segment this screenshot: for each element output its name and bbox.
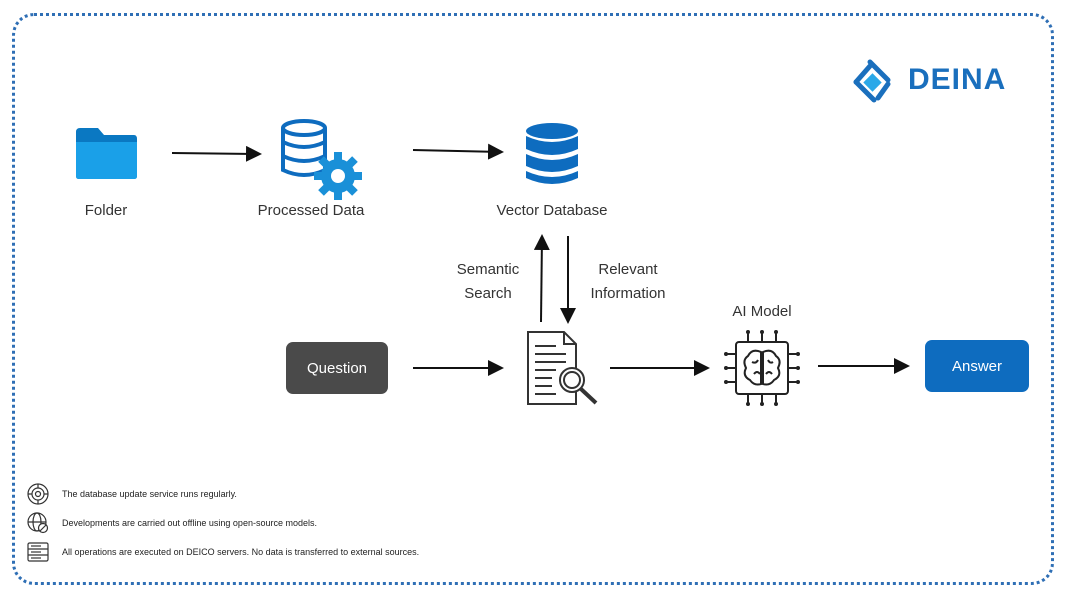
note-row: The database update service runs regular… [26, 482, 626, 506]
note-row: Developments are carried out offline usi… [26, 511, 626, 535]
deina-logo-mark-icon [853, 59, 891, 103]
note-text: Developments are carried out offline usi… [62, 518, 317, 528]
ai-chip-brain-icon [724, 330, 800, 406]
deina-logo: DEINA [848, 54, 1008, 110]
vector-database-label: Vector Database [496, 202, 608, 219]
server-icon [27, 542, 49, 562]
answer-label: Answer [951, 357, 1003, 375]
note-text: The database update service runs regular… [62, 489, 237, 499]
ai-model-label: AI Model [732, 303, 792, 320]
relevant-information-line-1: Relevant [598, 261, 658, 278]
brand-name: DEINA [908, 63, 1007, 96]
database-icon [524, 122, 580, 188]
semantic-search-line-2: Search [464, 285, 512, 302]
note-row: All operations are executed on DEICO ser… [26, 540, 626, 564]
relevant-information-line-2: Information [590, 285, 666, 302]
semantic-search-line-1: Semantic [456, 261, 520, 278]
arrow-folder-to-processed [171, 145, 262, 162]
folder-label: Folder [84, 202, 128, 219]
document-search-icon [526, 330, 600, 406]
answer-box: Answer [925, 340, 1029, 392]
question-label: Question [306, 359, 368, 377]
question-box: Question [286, 342, 388, 394]
arrow-processed-to-vector [412, 143, 504, 160]
globe-offline-icon [27, 512, 49, 534]
arrow-search-up [533, 234, 550, 323]
processed-data-label: Processed Data [257, 202, 365, 219]
note-text: All operations are executed on DEICO ser… [62, 547, 420, 557]
diagram-frame [12, 13, 1054, 585]
service-cycle-icon [27, 483, 49, 505]
semantic-search-label: Semantic Search [446, 258, 530, 306]
relevant-information-label: Relevant Information [580, 258, 676, 306]
database-gear-icon [280, 118, 366, 202]
folder-icon [74, 126, 138, 180]
